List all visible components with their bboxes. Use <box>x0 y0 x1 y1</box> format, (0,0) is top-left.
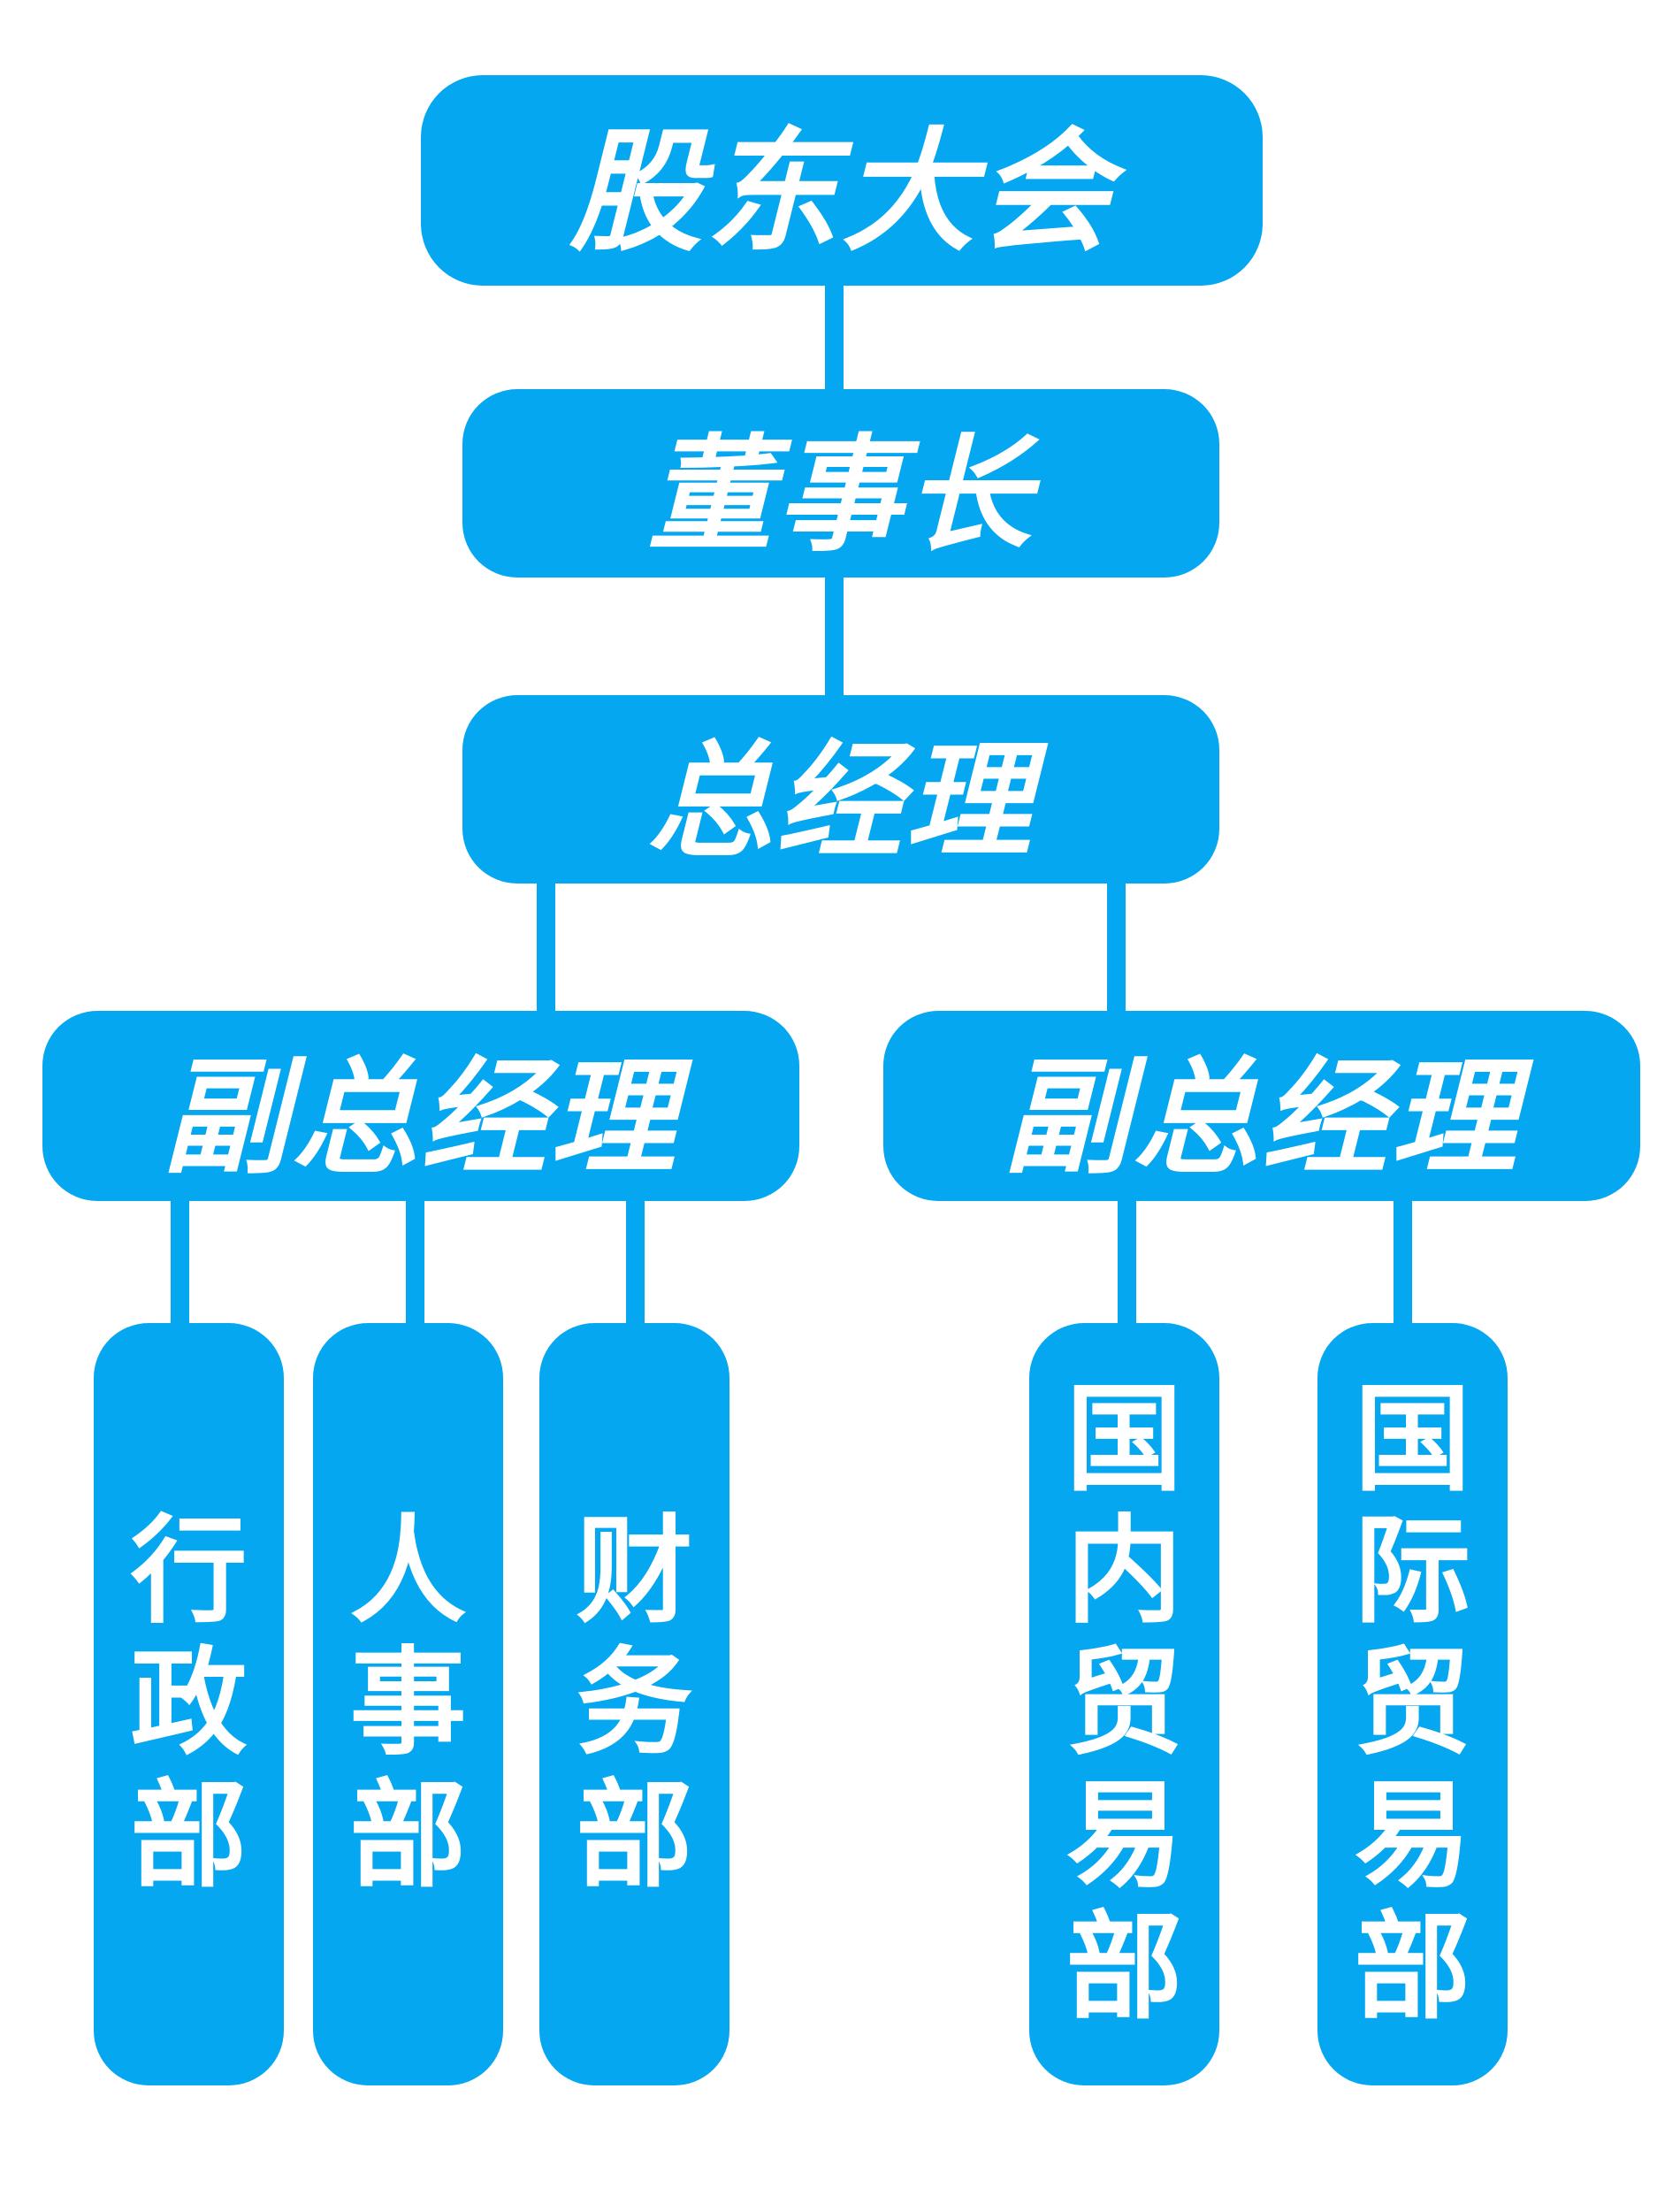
department-domestic-trade-label: 国内贸易部 <box>1065 1372 1183 2036</box>
connector-deputy-left-finance <box>626 1198 645 1327</box>
department-finance-label: 财务部 <box>576 1503 693 1904</box>
department-admin-box: 行政部 <box>94 1323 284 2085</box>
connector-deputy-left-admin <box>171 1198 189 1327</box>
connector-deputy-right-international-trade <box>1394 1198 1412 1327</box>
deputy-general-manager-right-box: 副总经理 <box>883 1011 1640 1201</box>
department-international-trade-label: 国际贸易部 <box>1354 1372 1471 2036</box>
deputy-general-manager-left-label: 副总经理 <box>163 1044 679 1191</box>
department-hr-box: 人事部 <box>313 1323 503 2085</box>
connector-gm-deputy-right <box>1107 881 1126 1014</box>
shareholders-meeting-box: 股东大会 <box>421 75 1263 286</box>
department-hr-label: 人事部 <box>349 1503 467 1904</box>
department-international-trade-box: 国际贸易部 <box>1317 1323 1508 2085</box>
chairman-box: 董事长 <box>462 389 1219 578</box>
general-manager-box: 总经理 <box>462 695 1219 884</box>
shareholders-meeting-label: 股东大会 <box>569 115 1114 270</box>
connector-chairman-general-manager <box>825 575 844 697</box>
connector-gm-deputy-left <box>537 881 555 1014</box>
department-finance-box: 财务部 <box>539 1323 729 2085</box>
connector-deputy-right-domestic-trade <box>1118 1198 1136 1327</box>
deputy-general-manager-left-box: 副总经理 <box>42 1011 799 1201</box>
chairman-label: 董事长 <box>647 422 1035 569</box>
connector-shareholders-chairman <box>825 283 844 393</box>
deputy-general-manager-right-label: 副总经理 <box>1004 1044 1520 1191</box>
department-admin-label: 行政部 <box>130 1503 248 1904</box>
general-manager-label: 总经理 <box>647 728 1035 875</box>
department-domestic-trade-box: 国内贸易部 <box>1029 1323 1219 2085</box>
connector-deputy-left-hr <box>406 1198 424 1327</box>
